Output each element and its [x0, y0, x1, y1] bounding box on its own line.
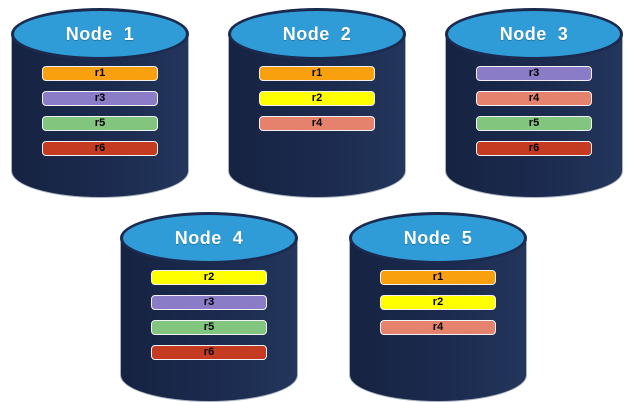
replica-label: r1	[311, 67, 323, 79]
replica-label: r6	[94, 142, 106, 154]
replica-bar-r5: r5	[151, 320, 267, 335]
replica-bar-r4: r4	[476, 91, 592, 106]
db-node-2: Node 2 r1 r2 r4	[228, 8, 406, 198]
replica-bar-r1: r1	[42, 66, 158, 81]
cylinder-top: Node 1	[11, 8, 189, 60]
cylinder-top: Node 2	[228, 8, 406, 60]
node-label: Node 2	[282, 23, 352, 44]
replica-bar-r5: r5	[476, 116, 592, 131]
replica-bar-r1: r1	[259, 66, 375, 81]
replica-bar-r3: r3	[42, 91, 158, 106]
replica-list: r1 r2 r4	[380, 270, 496, 345]
replica-label: r3	[528, 67, 540, 79]
node-label: Node 3	[499, 23, 569, 44]
replica-label: r2	[432, 296, 444, 308]
replica-label: r4	[528, 92, 540, 104]
replica-label: r1	[94, 67, 106, 79]
db-node-3: Node 3 r3 r4 r5 r6	[445, 8, 623, 198]
replica-bar-r6: r6	[42, 141, 158, 156]
replica-list: r1 r3 r5 r6	[42, 66, 158, 166]
db-node-1: Node 1 r1 r3 r5 r6	[11, 8, 189, 198]
replica-label: r4	[432, 321, 444, 333]
replica-label: r4	[311, 117, 323, 129]
replica-bar-r6: r6	[476, 141, 592, 156]
replica-label: r3	[94, 92, 106, 104]
replica-list: r3 r4 r5 r6	[476, 66, 592, 166]
replica-label: r5	[528, 117, 540, 129]
replica-list: r1 r2 r4	[259, 66, 375, 141]
replica-bar-r4: r4	[259, 116, 375, 131]
replica-bar-r4: r4	[380, 320, 496, 335]
replica-label: r6	[528, 142, 540, 154]
replica-bar-r6: r6	[151, 345, 267, 360]
db-node-4: Node 4 r2 r3 r5 r6	[120, 212, 298, 402]
replica-bar-r1: r1	[380, 270, 496, 285]
replica-bar-r5: r5	[42, 116, 158, 131]
cylinder-top: Node 4	[120, 212, 298, 264]
replica-bar-r3: r3	[151, 295, 267, 310]
replica-label: r3	[203, 296, 215, 308]
replica-label: r5	[203, 321, 215, 333]
node-row-bottom: Node 4 r2 r3 r5 r6 Node 5 r1 r2 r4	[0, 198, 638, 402]
replica-label: r5	[94, 117, 106, 129]
replica-bar-r2: r2	[380, 295, 496, 310]
node-label: Node 4	[174, 227, 244, 248]
cylinder-top: Node 3	[445, 8, 623, 60]
node-label: Node 5	[403, 227, 473, 248]
replica-bar-r3: r3	[476, 66, 592, 81]
replica-label: r6	[203, 346, 215, 358]
replica-label: r2	[203, 271, 215, 283]
db-node-5: Node 5 r1 r2 r4	[349, 212, 527, 402]
replica-list: r2 r3 r5 r6	[151, 270, 267, 370]
replica-label: r2	[311, 92, 323, 104]
cylinder-top: Node 5	[349, 212, 527, 264]
replica-bar-r2: r2	[259, 91, 375, 106]
replica-label: r1	[432, 271, 444, 283]
replica-bar-r2: r2	[151, 270, 267, 285]
node-label: Node 1	[65, 23, 135, 44]
